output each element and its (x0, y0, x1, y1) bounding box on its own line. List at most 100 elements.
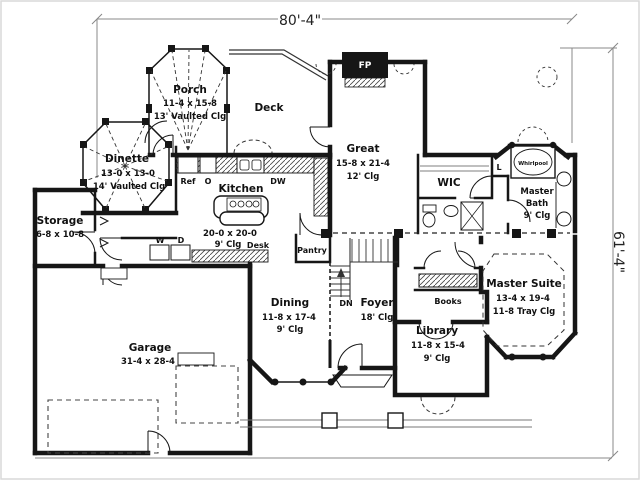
fireplace (315, 52, 558, 88)
room-label-master-suite-name: Master Suite (486, 278, 562, 290)
room-label-porch-name: Porch (173, 84, 207, 96)
books-shelf (418, 250, 478, 288)
toilet-icon (422, 212, 436, 228)
kitchen-island (213, 195, 269, 226)
master-suite-door-arc (454, 241, 482, 269)
room-label-porch-dims: 11-4 x 15-8 (163, 99, 217, 109)
dining-bay (271, 378, 335, 386)
dryer-icon (170, 244, 191, 261)
wic-closet-rods (420, 165, 489, 172)
room-label-dinette-dims: 13-0 x 13-0 (101, 169, 155, 179)
bath-sink-icon (443, 205, 459, 217)
kitchen-window-arc (233, 139, 273, 154)
dimension-lines (35, 13, 619, 462)
room-label-library-ceiling: 9' Clg (424, 354, 451, 364)
room-label-kitchen-ceiling: 9' Clg (215, 240, 242, 250)
room-label-storage-dims: 6-8 x 10-8 (36, 230, 84, 240)
room-label-master-bath-2: Bath (526, 199, 548, 209)
books-label: Books (434, 297, 461, 306)
vanity-sink-icon-2 (556, 211, 572, 227)
room-label-master-suite-ceiling: 11-8 Tray Clg (493, 307, 556, 317)
room-label-library-name: Library (416, 325, 458, 337)
master-suite-structure (454, 241, 565, 361)
entry-steps (332, 374, 393, 388)
laundry-door-arc (99, 237, 123, 261)
room-label-dining-dims: 11-8 x 17-4 (262, 313, 316, 323)
refrigerator-label: Ref (180, 177, 196, 186)
porch-kitchen-door-arc (152, 134, 174, 156)
height-dimension-label: 61'-4" (610, 231, 626, 273)
room-label-master-bath-1: Master (520, 187, 554, 197)
garage-stall-dashed-2 (175, 365, 239, 424)
oven-label: O (205, 177, 212, 186)
laundry (72, 216, 191, 286)
cased-opening (321, 229, 570, 238)
hearth (344, 77, 386, 88)
room-label-dinette-name: Dinette (105, 153, 149, 165)
room-label-master-bath-ceiling: 9' Clg (524, 211, 551, 221)
pantry-label: Pantry (297, 246, 328, 255)
library-french-door-arcs (418, 321, 454, 340)
porch-vaulted-ceiling-lines (150, 49, 227, 151)
fixture-labels: Ref O DW Desk Pantry W D DN Books Whirlp… (156, 161, 548, 308)
garage-stall-dashed (47, 399, 159, 454)
room-label-wic: WIC (437, 177, 460, 189)
hall-door-marks (99, 216, 110, 248)
room-label-garage-name: Garage (129, 342, 172, 354)
stairs-arrow (337, 268, 345, 277)
porch-column-2 (387, 412, 404, 429)
pantry-door-arc (299, 212, 323, 236)
washer-label: W (156, 236, 165, 245)
desk-counter (191, 249, 269, 263)
porch-slab-lines (240, 419, 532, 428)
refrigerator-icon (177, 156, 199, 174)
library-structure (418, 321, 456, 415)
garage-steps (100, 267, 128, 280)
storage-door-arc (72, 231, 96, 255)
porch-structure (146, 45, 230, 155)
round-window-arc (536, 66, 558, 88)
master-bath-door-arc (507, 199, 531, 223)
shower-icon (460, 201, 484, 231)
room-label-library-dims: 11-8 x 15-4 (411, 341, 465, 351)
linen-label: L (496, 163, 501, 172)
oven-icon (199, 156, 217, 174)
room-label-kitchen-name: Kitchen (218, 183, 263, 195)
front-door-arc (337, 343, 363, 369)
front-entry (240, 343, 532, 429)
deck-door-arc (309, 126, 331, 148)
porch-column (321, 412, 338, 429)
room-label-foyer-name: Foyer (360, 297, 394, 309)
deck-structure (229, 49, 331, 154)
kitchen-counters (152, 134, 329, 263)
desk-label: Desk (247, 241, 270, 250)
washer-icon (149, 244, 170, 261)
room-label-garage-dims: 31-4 x 28-4 (121, 357, 175, 367)
room-labels: Porch 11-4 x 15-8 13' Vaulted Clg Deck D… (36, 84, 562, 367)
dinette-door-arc (144, 120, 168, 144)
dryer-label: D (178, 236, 185, 245)
dinette-vaulted-ceiling-lines (84, 123, 168, 209)
sink-icon (236, 156, 265, 174)
garage-service-door-arc (147, 430, 171, 454)
dinette-structure (80, 118, 172, 213)
garage-details (47, 352, 239, 454)
whirlpool-window-arc (517, 126, 549, 143)
bath-fixtures (420, 165, 531, 231)
room-label-great-dims: 15-8 x 21-4 (336, 159, 390, 169)
kitchen-side-counter (313, 157, 329, 217)
room-label-porch-ceiling: 13' Vaulted Clg (154, 112, 226, 122)
staircase (328, 238, 398, 368)
stairs-down-label: DN (339, 299, 352, 308)
room-label-foyer-ceiling: 18' Clg (361, 313, 394, 323)
whirlpool-label: Whirlpool (518, 161, 548, 167)
room-label-great-name: Great (346, 143, 379, 155)
wic-door-arc (469, 175, 493, 199)
exterior-walls (32, 59, 579, 456)
vanity-sink-icon (556, 171, 572, 187)
room-label-great-ceiling: 12' Clg (347, 172, 380, 182)
width-dimension-label: 80'-4" (279, 13, 321, 29)
room-label-dinette-ceiling: 14' Vaulted Clg (93, 182, 165, 192)
